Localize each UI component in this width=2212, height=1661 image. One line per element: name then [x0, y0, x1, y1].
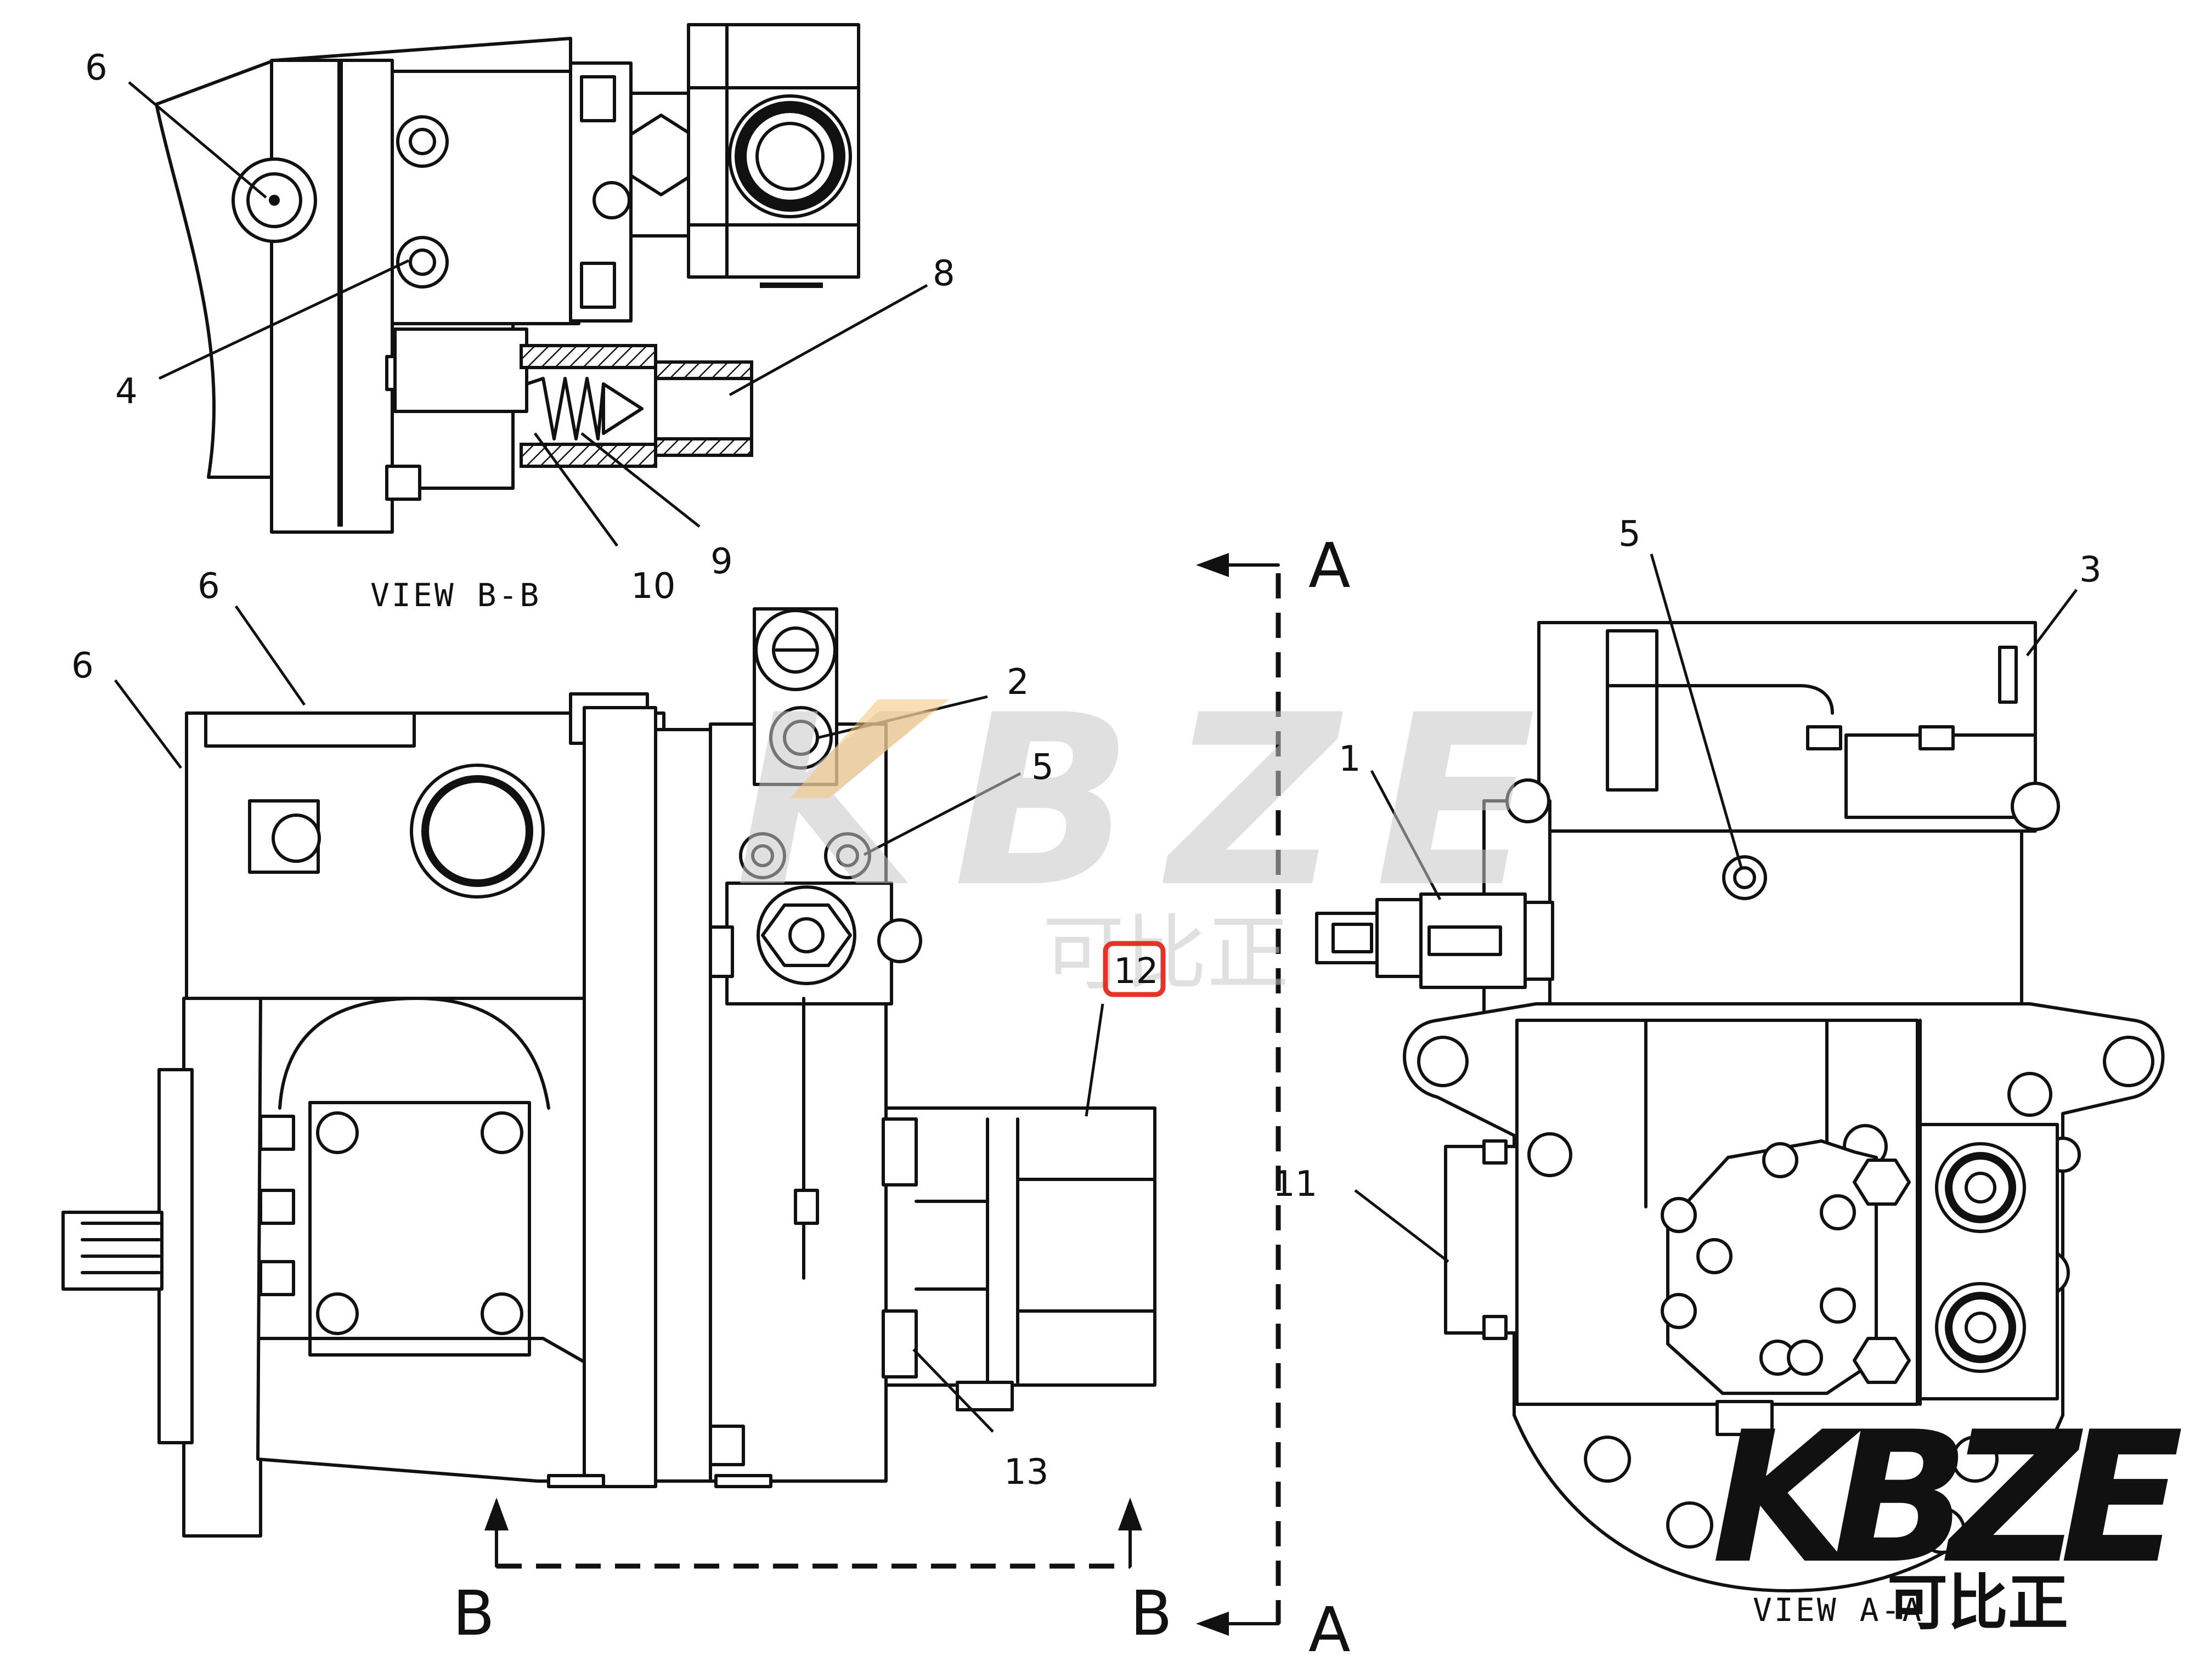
section-letter-a-bottom: A — [1308, 1595, 1351, 1659]
watermark-brand-center: KBZE — [735, 665, 1558, 939]
view-aa-drawing — [1315, 621, 2165, 1592]
watermark-chinese-center: 可比正 — [1042, 906, 1289, 1002]
callout-top-6: 6 — [85, 48, 108, 88]
view-bb-label: VIEW B-B — [370, 577, 541, 614]
callout-top-9: 9 — [710, 541, 733, 582]
callout-left-12: 12 — [1114, 951, 1158, 992]
section-letter-a-top: A — [1308, 530, 1351, 602]
callout-12-highlight — [1103, 941, 1166, 997]
section-lines — [484, 553, 1281, 1636]
watermark-orange-slash — [790, 699, 949, 798]
callout-left-13: 13 — [1004, 1452, 1048, 1493]
watermark-brand-corner: KBZE — [1712, 1393, 2183, 1603]
callout-right-5: 5 — [1618, 514, 1641, 555]
callout-top-8: 8 — [933, 253, 955, 294]
corner-watermark: KBZE 可比正 — [1712, 1393, 2183, 1638]
callout-right-11: 11 — [1273, 1164, 1317, 1205]
section-letter-b-left: B — [453, 1578, 495, 1649]
callout-left-6a: 6 — [198, 566, 220, 607]
callout-left-6b: 6 — [71, 646, 94, 686]
view-aa-label: VIEW A-A — [1753, 1591, 1923, 1629]
callout-top-10: 10 — [631, 566, 675, 607]
main-side-view — [61, 607, 1156, 1538]
callout-right-1: 1 — [1339, 739, 1361, 779]
callout-top-4: 4 — [115, 371, 138, 412]
view-bb-drawing — [155, 23, 860, 534]
callout-left-5: 5 — [1031, 747, 1054, 788]
section-letter-b-right: B — [1130, 1578, 1172, 1649]
watermark-chinese-corner: 可比正 — [1887, 1568, 2068, 1638]
callout-left-2: 2 — [1007, 662, 1029, 703]
callout-right-3: 3 — [2079, 550, 2102, 590]
